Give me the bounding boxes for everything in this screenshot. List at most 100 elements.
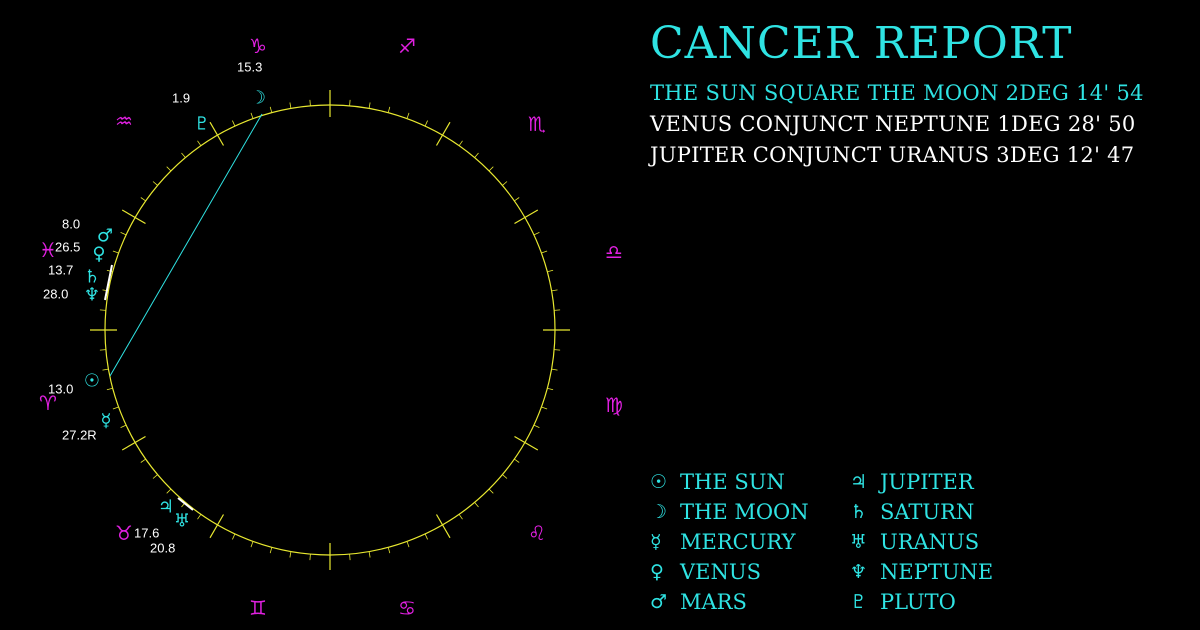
minor-tick	[102, 368, 109, 371]
minor-tick	[502, 181, 508, 186]
minor-tick	[387, 547, 391, 554]
neptune-icon: ♆	[850, 561, 868, 583]
minor-tick	[112, 406, 119, 410]
cancer-icon: ♋	[398, 596, 416, 620]
aspect-sun-square-moon: THE SUN SQUARE THE MOON 2DEG 14' 54	[650, 81, 1144, 105]
minor-tick	[166, 488, 172, 494]
pisces-icon: ♓	[39, 238, 57, 262]
venus-degree: 26.5	[55, 240, 80, 255]
major-tick	[435, 514, 451, 539]
minor-tick	[349, 99, 351, 106]
neptune-icon: ♆	[84, 285, 100, 306]
minor-tick	[140, 458, 146, 463]
legend-label: VENUS	[680, 560, 761, 584]
minor-tick	[152, 474, 158, 479]
legend-label: THE MOON	[680, 500, 809, 524]
aspect-venus-conjunct-neptune: VENUS CONJUNCT NEPTUNE 1DEG 28' 50	[650, 112, 1136, 136]
sagittarius-icon: ♐	[398, 34, 416, 58]
legend-label: MERCURY	[680, 530, 796, 554]
legend-item-moon: ☽ THE MOON	[650, 497, 850, 527]
minor-tick	[181, 152, 186, 158]
moon-icon: ☽	[650, 501, 668, 523]
planet-legend: ☉ THE SUN ☽ THE MOON ☿ MERCURY ♀ VENUS ♂…	[650, 467, 1190, 617]
legend-label: JUPITER	[880, 470, 974, 494]
minor-tick	[309, 554, 311, 561]
minor-tick	[309, 99, 311, 106]
major-tick	[435, 121, 451, 146]
minor-tick	[120, 232, 127, 236]
wheel-circle	[104, 104, 556, 556]
legend-label: PLUTO	[880, 590, 956, 614]
legend-item-mars: ♂ MARS	[650, 587, 850, 617]
minor-tick	[514, 197, 520, 202]
minor-tick	[551, 289, 558, 292]
legend-label: SATURN	[880, 500, 975, 524]
legend-item-sun: ☉ THE SUN	[650, 467, 850, 497]
venus-icon: ♀	[650, 561, 664, 583]
libra-icon: ♎	[605, 240, 623, 264]
minor-tick	[547, 269, 554, 273]
minor-tick	[197, 514, 202, 520]
minor-tick	[474, 152, 479, 158]
minor-tick	[533, 232, 540, 236]
legend-label: THE SUN	[680, 470, 785, 494]
minor-tick	[106, 387, 113, 391]
major-tick	[209, 514, 225, 539]
minor-tick	[424, 533, 428, 540]
major-tick	[514, 209, 539, 225]
aspect-list: THE SUN SQUARE THE MOON 2DEG 14' 54 VENU…	[650, 78, 1144, 171]
legend-item-jupiter: ♃ JUPITER	[850, 467, 1050, 497]
saturn-degree: 13.7	[48, 263, 73, 278]
minor-tick	[533, 424, 540, 428]
minor-tick	[269, 547, 273, 554]
natal-wheel: ♑ ♐ ♏ ♎ ♍ ♌ ♋ ♊ ♉ ♈ ♓ ♒ ☽ ♇ ♂ ♀ ♄ ♆ ☉ ☿ …	[39, 34, 623, 620]
saturn-icon: ♄	[850, 501, 868, 523]
minor-tick	[387, 106, 391, 113]
minor-tick	[488, 166, 494, 172]
uranus-icon: ♅	[850, 531, 868, 553]
minor-tick	[541, 406, 548, 410]
minor-tick	[250, 112, 254, 119]
pluto-degree: 15.3	[237, 60, 262, 75]
minor-tick	[406, 541, 410, 548]
minor-tick	[232, 533, 236, 540]
mercury-icon: ☿	[650, 531, 662, 553]
jupiter-icon: ♃	[158, 497, 174, 518]
conjunction-marks	[104, 264, 194, 511]
minor-tick	[120, 424, 127, 428]
wheel-ticks	[90, 90, 570, 570]
minor-tick	[488, 488, 494, 494]
mars-degree: 8.0	[62, 217, 80, 232]
leo-icon: ♌	[528, 521, 546, 545]
legend-label: MARS	[680, 590, 747, 614]
mercury-degree: 27.2R	[62, 428, 97, 443]
taurus-icon: ♉	[115, 521, 133, 545]
aries-icon: ♈	[39, 391, 57, 415]
legend-label: NEPTUNE	[880, 560, 994, 584]
minor-tick	[551, 368, 558, 371]
minor-tick	[232, 120, 236, 127]
minor-tick	[554, 309, 561, 311]
sun-icon: ☉	[84, 371, 100, 392]
minor-tick	[424, 120, 428, 127]
minor-tick	[368, 551, 371, 558]
aspect-jupiter-conjunct-uranus: JUPITER CONJUNCT URANUS 3DEG 12' 47	[650, 143, 1135, 167]
mars-icon: ♂	[97, 226, 113, 247]
minor-tick	[250, 541, 254, 548]
major-tick	[209, 121, 225, 146]
minor-tick	[368, 102, 371, 109]
major-tick	[121, 435, 146, 451]
moon-icon: ☽	[250, 88, 266, 109]
mars-icon: ♂	[650, 591, 668, 613]
minor-tick	[99, 309, 106, 311]
minor-tick	[197, 140, 202, 146]
minor-tick	[547, 387, 554, 391]
legend-item-mercury: ☿ MERCURY	[650, 527, 850, 557]
jupiter-degree: 17.6	[134, 526, 159, 541]
moon-degree: 1.9	[172, 91, 190, 106]
scorpio-icon: ♏	[528, 112, 546, 136]
minor-tick	[349, 554, 351, 561]
planet-degrees: 1.9 15.3 8.0 26.5 13.7 28.0 13.0 27.2R 1…	[43, 60, 262, 556]
legend-item-pluto: ♇ PLUTO	[850, 587, 1050, 617]
aspect-line-sun-moon	[109, 113, 263, 377]
